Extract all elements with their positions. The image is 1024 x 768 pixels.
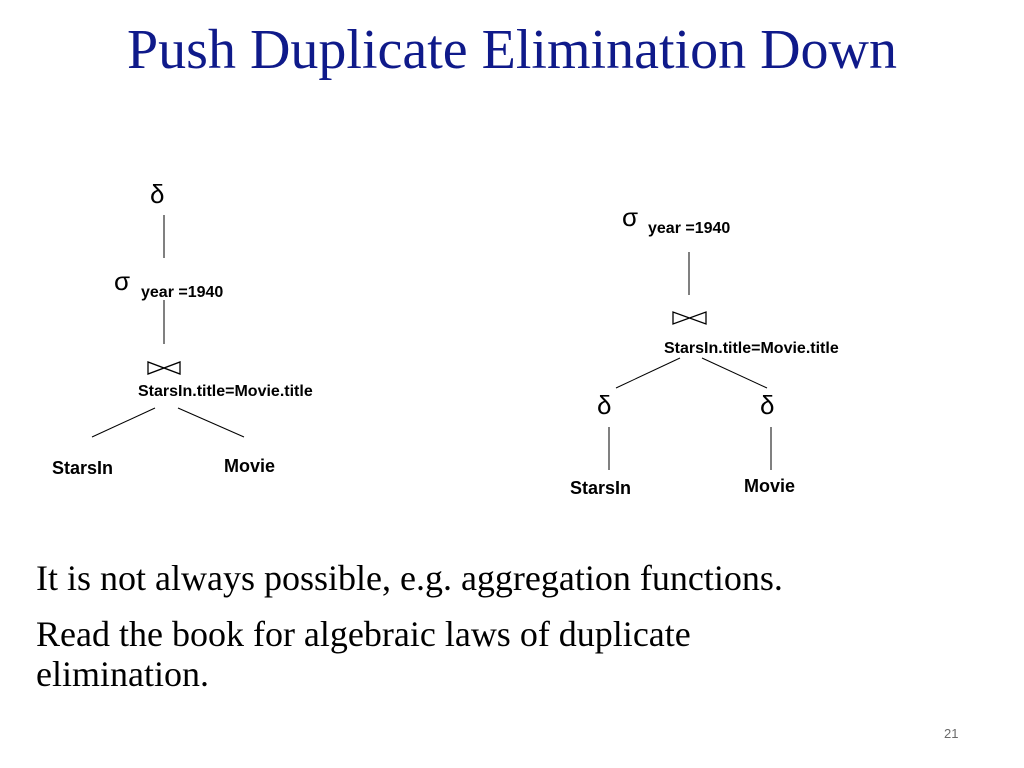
right-delta-right-symbol: δ <box>760 390 774 420</box>
right-edge-join-delta-right <box>701 357 768 389</box>
left-leaf-starsin: StarsIn <box>52 458 113 478</box>
right-select-condition: year =1940 <box>648 220 730 237</box>
left-join-symbol <box>147 361 181 375</box>
right-delta-left-symbol: δ <box>597 390 611 420</box>
left-select-condition: year =1940 <box>141 284 223 301</box>
left-join-condition: StarsIn.title=Movie.title <box>138 383 313 400</box>
left-leaf-movie: Movie <box>224 456 275 476</box>
left-tree: δ σ year =1940 StarsIn.title=Movie.title… <box>52 179 313 478</box>
left-sigma-symbol: σ <box>114 266 130 296</box>
left-edge-join-starsin <box>91 407 156 438</box>
page-number: 21 <box>944 726 959 741</box>
slide-title: Push Duplicate Elimination Down <box>127 19 897 81</box>
body-line-1: It is not always possible, e.g. aggregat… <box>36 558 783 598</box>
right-tree: σ year =1940 StarsIn.title=Movie.title δ… <box>570 202 839 498</box>
right-join-symbol <box>672 311 707 325</box>
left-edge-join-movie <box>177 407 245 438</box>
right-leaf-movie: Movie <box>744 476 795 496</box>
right-join-condition: StarsIn.title=Movie.title <box>664 340 839 357</box>
right-leaf-starsin: StarsIn <box>570 478 631 498</box>
right-sigma-symbol: σ <box>622 202 638 232</box>
right-edge-join-delta-left <box>615 357 681 389</box>
left-delta-symbol: δ <box>150 179 164 209</box>
body-line-2: Read the book for algebraic laws of dupl… <box>36 614 691 694</box>
